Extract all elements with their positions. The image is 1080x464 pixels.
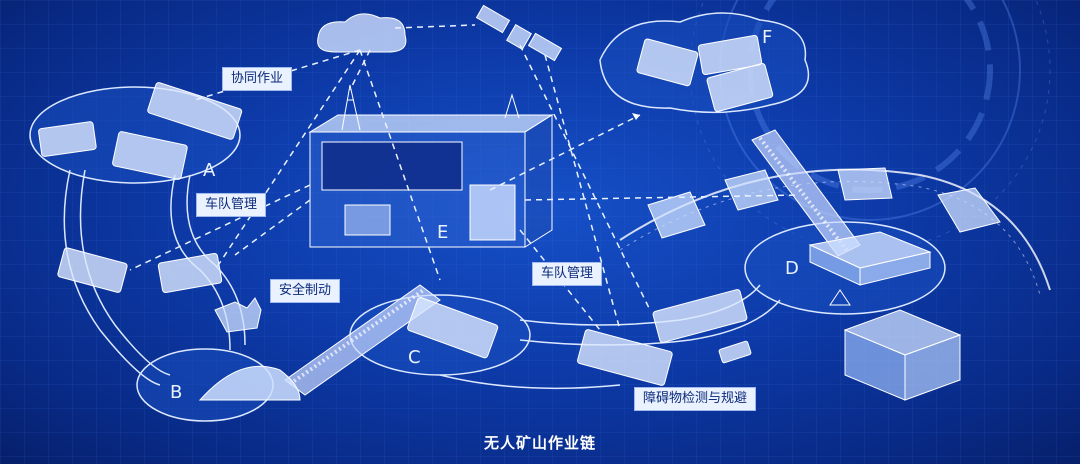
label-obstacle-detection: 障碍物检测与规避 — [634, 387, 757, 411]
zone-f-label: F — [762, 27, 773, 48]
control-center — [308, 114, 554, 248]
trucks — [38, 34, 774, 386]
zone-a-label: A — [203, 160, 216, 181]
zone-c-label: C — [408, 347, 421, 368]
house — [843, 309, 962, 401]
antenna-tower — [341, 84, 520, 131]
label-fleet-management-2: 车队管理 — [532, 262, 603, 286]
cloud-icon — [317, 13, 407, 53]
label-cooperative-operation: 协同作业 — [222, 67, 293, 91]
zone-d-label: D — [785, 258, 799, 279]
warning-icon — [829, 289, 851, 306]
label-fleet-management-1: 车队管理 — [196, 193, 267, 217]
warehouse — [808, 231, 932, 286]
comm-links — [129, 24, 801, 331]
conveyors — [284, 129, 861, 396]
label-safety-braking: 安全制动 — [270, 279, 341, 303]
bull-icon — [214, 297, 262, 333]
zone-e-label: E — [437, 222, 449, 243]
train — [647, 167, 1001, 239]
satellite-icon — [475, 4, 563, 62]
ore-pile — [198, 365, 301, 401]
zone-b-label: B — [170, 382, 183, 403]
rail-track — [619, 168, 1051, 291]
diagram-caption: 无人矿山作业链 — [483, 434, 596, 452]
